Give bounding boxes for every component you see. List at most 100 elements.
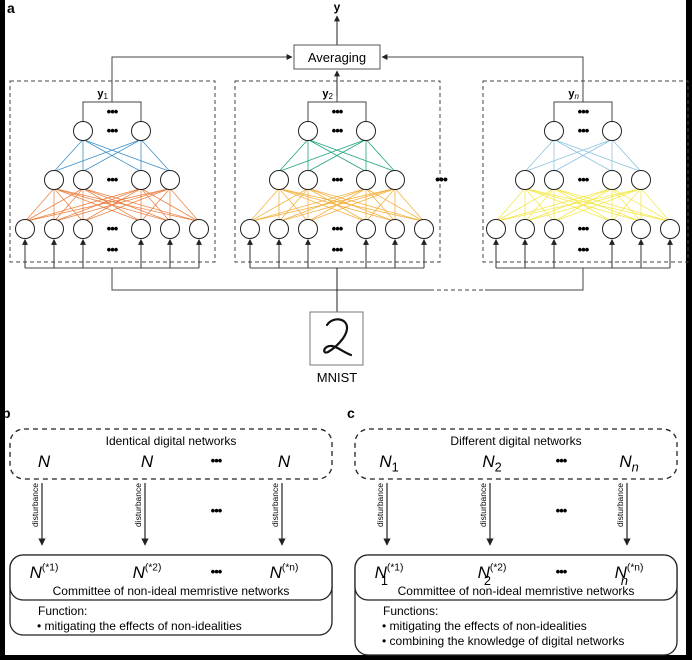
- input-layer-connection: [278, 188, 425, 222]
- panel-b-label: b: [2, 405, 11, 421]
- panel-c-digital-networks-title: Different digital networks: [450, 434, 581, 448]
- neuron: [240, 219, 260, 239]
- input-layer-connection: [140, 188, 171, 222]
- panel-b-digital-network-2: N: [141, 452, 154, 471]
- panel-c-disturbance-label: disturbance: [375, 483, 385, 527]
- panel-c-committee-title: Committee of non-ideal memristive networ…: [398, 584, 635, 598]
- input-layer-connection: [24, 188, 55, 222]
- hidden-layer-connection: [553, 139, 642, 172]
- input-layer-connection: [278, 188, 367, 222]
- network-2: y2•••••••••••••••: [234, 80, 441, 269]
- neuron: [356, 219, 376, 239]
- input-layer-connection: [53, 188, 84, 222]
- neuron: [631, 170, 651, 190]
- panel-b-middle-ellipsis: •••: [211, 503, 223, 518]
- panel-c-committee-box: [354, 554, 678, 601]
- network-n-to-averaging-arrow: [381, 54, 584, 96]
- averaging-label: Averaging: [308, 50, 366, 65]
- neuron: [131, 121, 151, 141]
- layer-ellipsis: •••: [578, 172, 590, 187]
- neuron: [602, 219, 622, 239]
- neuron: [602, 121, 622, 141]
- panel-b-committee-title: Committee of non-ideal memristive networ…: [53, 584, 290, 598]
- hidden-layer-connection: [82, 139, 171, 172]
- hidden-layer-connection: [524, 139, 613, 172]
- panel-c-middle-ellipsis: •••: [556, 503, 568, 518]
- network-1: y1•••••••••••••••: [9, 80, 216, 269]
- neuron: [385, 219, 405, 239]
- panel-c-label: c: [347, 405, 355, 421]
- panel-b-committee-box: [9, 554, 333, 601]
- panel-c-function-item-2: • combining the knowledge of digital net…: [382, 634, 624, 648]
- neuron: [73, 121, 93, 141]
- neuron: [160, 170, 180, 190]
- input-layer-connection: [365, 188, 396, 222]
- network-boundary: [9, 80, 216, 263]
- input-layer-connection: [82, 188, 200, 222]
- panel-c-digital-networks-box: [354, 428, 678, 480]
- panel-a-label: a: [7, 0, 15, 16]
- layer-ellipsis: •••: [107, 123, 119, 138]
- input-layer-connection: [365, 188, 425, 222]
- neuron: [385, 170, 405, 190]
- panel-b-function-heading: Function:: [38, 604, 87, 618]
- neuron: [515, 170, 535, 190]
- hidden-layer-connection: [82, 139, 142, 172]
- input-layer-connection: [140, 188, 200, 222]
- input-layer-connection: [53, 188, 142, 222]
- ensemble-output-label: y: [334, 0, 341, 14]
- input-layer-connection: [278, 188, 396, 222]
- panel-b-digital-networks-box: [9, 428, 333, 480]
- input-layer-connection: [307, 188, 425, 222]
- neuron: [544, 219, 564, 239]
- input-layer-connection: [169, 188, 200, 222]
- neuron: [131, 219, 151, 239]
- neuron: [356, 121, 376, 141]
- panel-c-function-heading: Functions:: [383, 604, 438, 618]
- panel-b-disturbance-label: disturbance: [133, 483, 143, 527]
- panel-b-bottom-ellipsis: •••: [211, 564, 223, 579]
- neuron: [486, 219, 506, 239]
- layer-ellipsis: •••: [578, 104, 590, 119]
- input-layer-connection: [394, 188, 425, 222]
- hidden-layer-connection: [140, 139, 171, 172]
- neuron: [160, 219, 180, 239]
- input-layer-connection: [524, 188, 555, 222]
- neuron: [298, 121, 318, 141]
- input-layer-connection: [553, 188, 671, 222]
- layer-ellipsis: •••: [107, 242, 119, 257]
- input-layer-connection: [611, 188, 642, 222]
- panel-b-disturbance-label: disturbance: [270, 483, 280, 527]
- hidden-layer-connection: [53, 139, 84, 172]
- hidden-layer-connection: [553, 139, 613, 172]
- panel-a: a y Averaging y1•••••••••••••••y2•••••••…: [7, 0, 689, 385]
- panel-b-disturbance-label: disturbance: [30, 483, 40, 527]
- panel-b-function-item-1: • mitigating the effects of non-idealiti…: [37, 619, 242, 633]
- input-layer-connection: [524, 188, 671, 222]
- layer-ellipsis: •••: [107, 104, 119, 119]
- panel-b-digital-networks-title: Identical digital networks: [106, 434, 237, 448]
- panel-c-disturbance-label: disturbance: [478, 483, 488, 527]
- neuron: [44, 219, 64, 239]
- mnist-label: MNIST: [317, 370, 358, 385]
- input-layer-connection: [249, 188, 280, 222]
- hidden-layer-connection: [278, 139, 367, 172]
- neuron: [131, 170, 151, 190]
- network-boundary: [482, 80, 689, 263]
- layer-ellipsis: •••: [332, 104, 344, 119]
- input-layer-connection: [278, 188, 309, 222]
- network-3: yn•••••••••••••••: [482, 80, 689, 269]
- hidden-layer-connection: [307, 139, 367, 172]
- input-layer-connection: [640, 188, 671, 222]
- neuron: [73, 219, 93, 239]
- neuron: [298, 170, 318, 190]
- input-layer-connection: [524, 188, 613, 222]
- network-output-label: yn: [568, 88, 579, 101]
- networks-ellipsis: •••: [435, 171, 448, 187]
- network-boundary: [234, 80, 441, 263]
- neuron: [269, 219, 289, 239]
- mnist-input-image: [309, 311, 364, 366]
- neuron: [602, 170, 622, 190]
